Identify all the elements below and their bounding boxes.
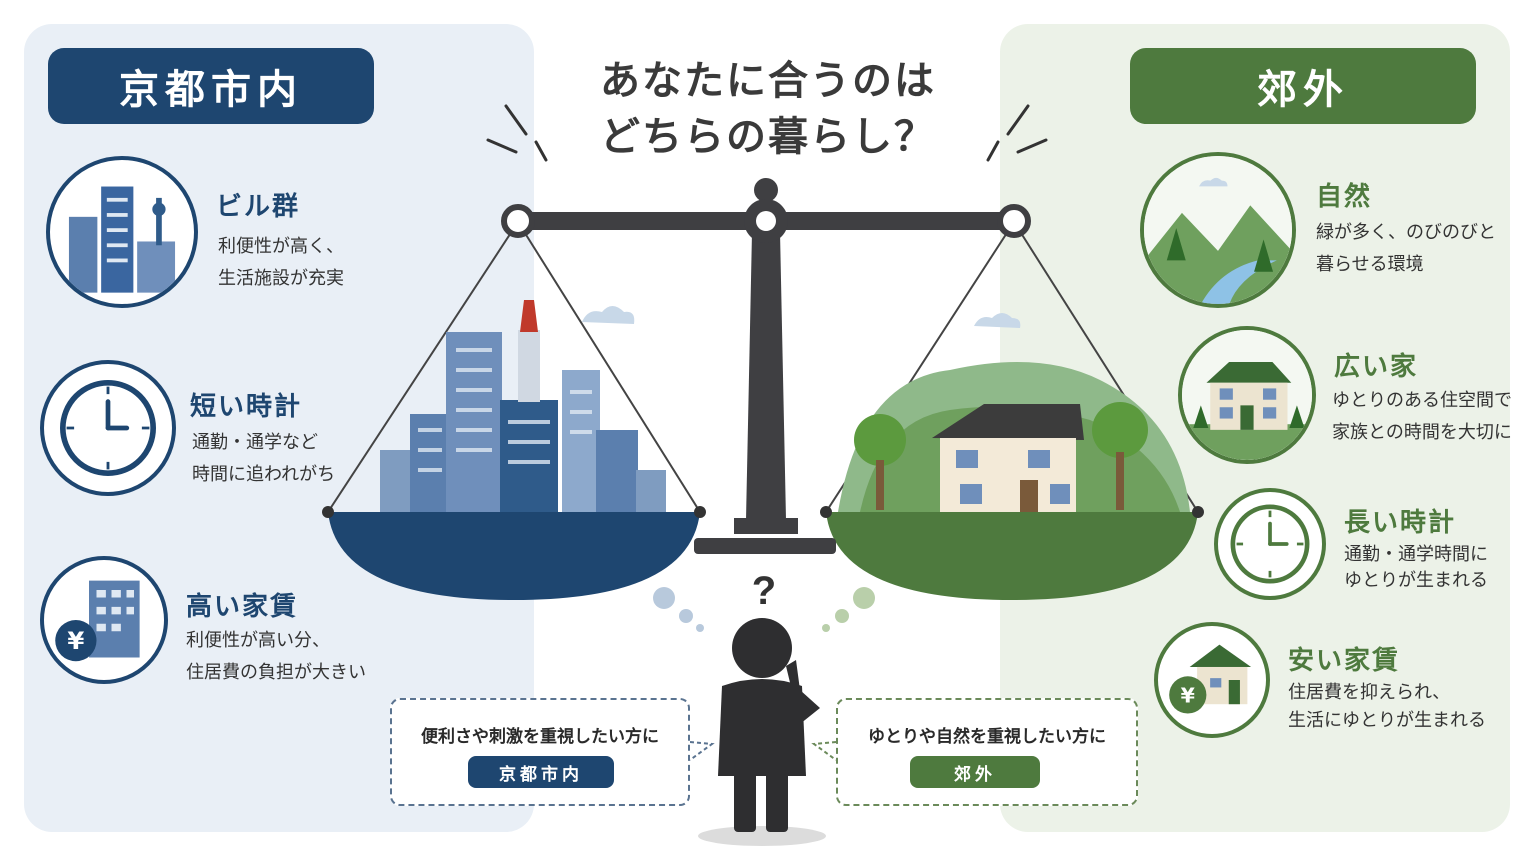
item-desc-low-rent-1: 住居費を抑えられ、 [1288, 682, 1451, 703]
buildings-icon [46, 156, 198, 308]
item-title-low-rent: 安い家賃 [1288, 646, 1401, 676]
svg-text:¥: ¥ [67, 626, 84, 655]
thought-bubbles-left [653, 587, 704, 632]
sparkle-lines-right [986, 104, 1048, 162]
item-desc-short-commute-1: 通勤・通学など [192, 432, 318, 453]
clock-icon [40, 360, 176, 496]
yen-house-icon: ¥ [1154, 622, 1270, 738]
left-pan [328, 512, 700, 600]
item-desc-large-house-1: ゆとりのある住空間で [1332, 390, 1512, 411]
bubble-text-suburbs: ゆとりや自然を重視したい方に [868, 727, 1106, 747]
yen-building-icon: ¥ [40, 556, 168, 684]
banner-kyoto-city: 京都市内 [48, 48, 374, 124]
sparkle-lines-left [486, 104, 548, 162]
item-desc-buildings-2: 生活施設が充実 [218, 268, 344, 289]
svg-text:¥: ¥ [1181, 683, 1195, 707]
item-desc-high-rent-1: 利便性が高い分、 [186, 630, 330, 651]
item-title-short-commute: 短い時計 [190, 392, 303, 422]
item-desc-long-commute-2: ゆとりが生まれる [1344, 570, 1488, 591]
suburb-house-illustration [838, 313, 1190, 512]
choice-button-city[interactable]: 京都市内 [468, 756, 614, 788]
item-desc-buildings-1: 利便性が高く、 [218, 236, 344, 257]
item-desc-short-commute-2: 時間に追われがち [192, 464, 336, 485]
choice-button-suburbs[interactable]: 郊外 [910, 756, 1040, 788]
house-icon [1178, 326, 1316, 464]
page-title-line2: どちらの暮らし？ [600, 114, 936, 160]
item-desc-long-commute-1: 通勤・通学時間に [1344, 544, 1488, 565]
item-desc-low-rent-2: 生活にゆとりが生まれる [1288, 710, 1486, 731]
scale-base [694, 538, 836, 554]
item-title-large-house: 広い家 [1334, 352, 1419, 382]
nature-icon [1140, 152, 1296, 308]
item-title-high-rent: 高い家賃 [186, 592, 299, 622]
item-desc-large-house-2: 家族との時間を大切に [1332, 422, 1512, 443]
scale-post [746, 232, 786, 520]
recommendation-bubble-city: 便利さや刺激を重視したい方に 京都市内 [390, 698, 690, 806]
bubble-text-city: 便利さや刺激を重視したい方に [421, 727, 659, 747]
page-title-line1: あなたに合うのは [600, 58, 936, 104]
clock-icon [1214, 488, 1326, 600]
thinking-person-icon [718, 618, 820, 832]
item-desc-nature-1: 緑が多く、のびのびと [1316, 222, 1496, 243]
item-title-long-commute: 長い時計 [1344, 508, 1457, 538]
recommendation-bubble-suburbs: ゆとりや自然を重視したい方に 郊外 [836, 698, 1138, 806]
banner-suburbs: 郊外 [1130, 48, 1476, 124]
thought-bubbles-right [822, 587, 875, 632]
question-mark-icon: ? [752, 569, 776, 613]
item-title-nature: 自然 [1316, 182, 1373, 212]
item-desc-nature-2: 暮らせる環境 [1316, 254, 1424, 275]
item-title-buildings: ビル群 [216, 192, 301, 222]
item-desc-high-rent-2: 住居費の負担が大きい [186, 662, 366, 683]
city-skyline-illustration [380, 300, 666, 516]
right-pan [826, 512, 1198, 600]
